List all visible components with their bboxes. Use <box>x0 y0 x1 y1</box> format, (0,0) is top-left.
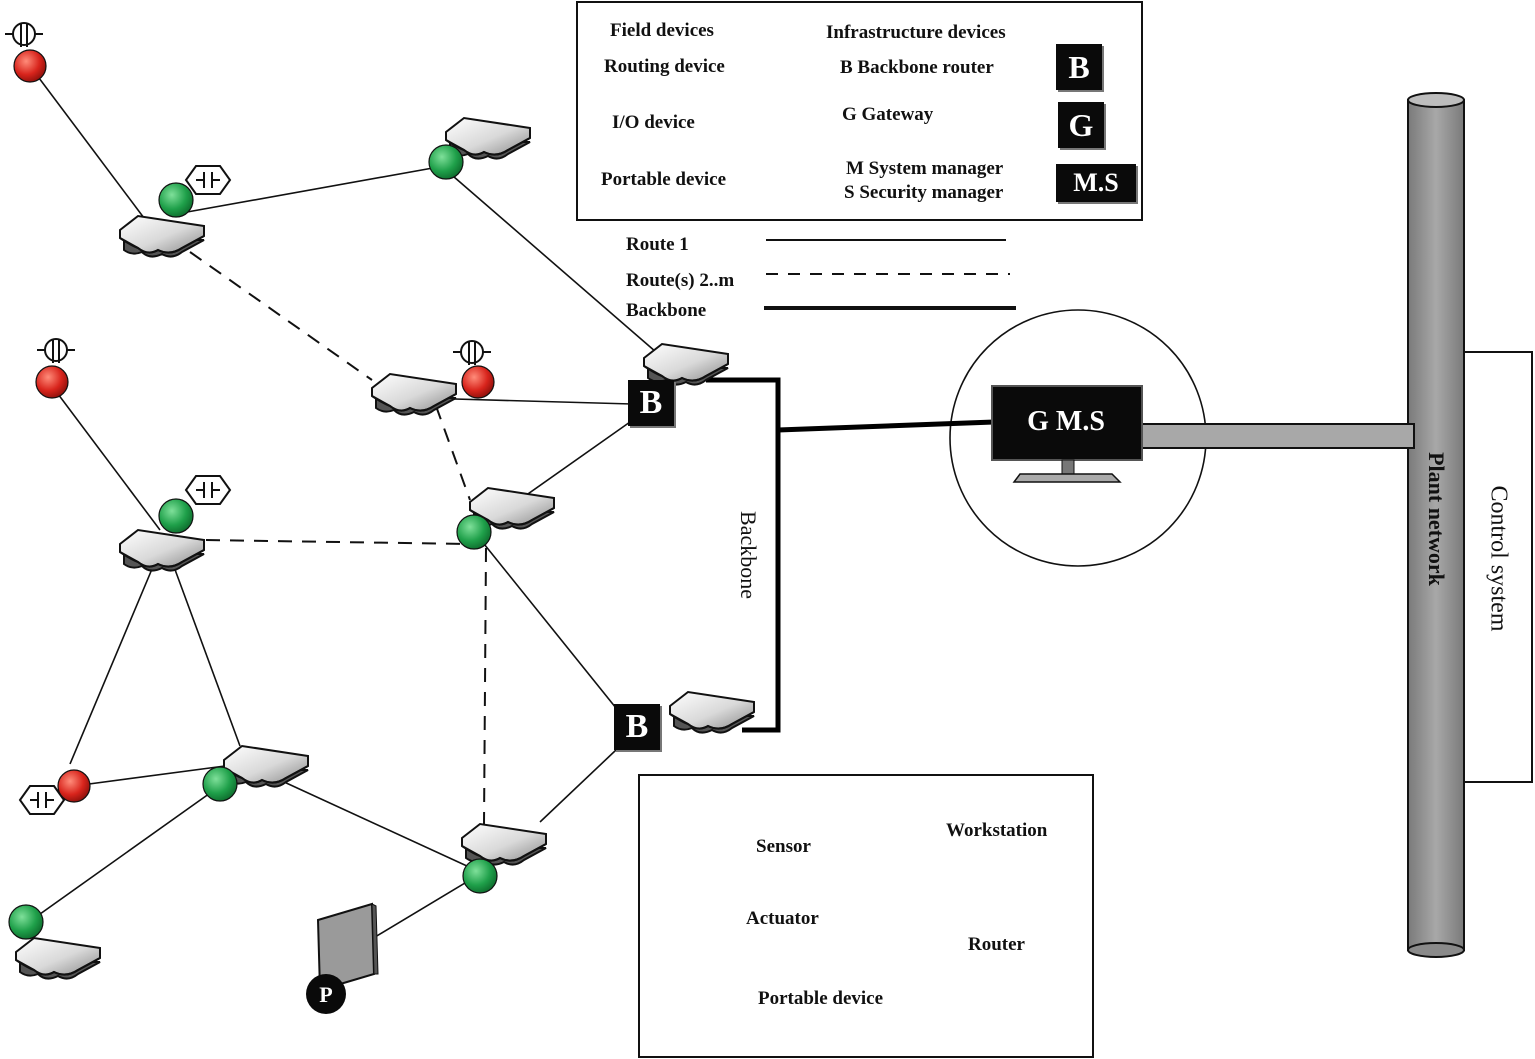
actuator-icon <box>19 785 65 815</box>
legend-gateway-badge: G <box>1058 102 1104 148</box>
legend-backbone-router-badge: B <box>1056 44 1102 90</box>
legend-io-device-label: I/O device <box>612 112 695 133</box>
route2-lines <box>189 251 487 825</box>
gateway-workstation-icon <box>991 385 1143 483</box>
router-icon <box>119 215 205 258</box>
legend-portable-device-label: Portable device <box>601 169 727 190</box>
legend-infrastructure-header: Infrastructure devices <box>826 22 1006 43</box>
io-device-icon <box>35 365 69 399</box>
legend-actuator-label: Actuator <box>746 908 819 929</box>
device-legend <box>576 1 1143 221</box>
sensor-icon <box>4 22 44 48</box>
route2-label: Route(s) 2..m <box>626 270 735 291</box>
sensor-icon <box>452 340 492 366</box>
legend-field-devices-header: Field devices <box>610 20 714 41</box>
actuator-icon <box>185 475 231 505</box>
io-device-icon <box>57 769 91 803</box>
backbone-vertical-label: Backbone <box>736 511 761 599</box>
router-icon <box>461 823 547 866</box>
route1-label: Route 1 <box>626 234 689 255</box>
backbone-router-badge: B <box>614 704 660 750</box>
legend-security-manager-label: S Security manager <box>844 182 1004 203</box>
routing-device-icon <box>8 904 44 940</box>
routing-device-icon <box>158 498 194 534</box>
legend-system-manager-label: M System manager <box>846 158 1004 179</box>
backbone-legend-label: Backbone <box>626 300 707 321</box>
gateway-link-pipe <box>1141 423 1415 449</box>
router-icon <box>119 529 205 572</box>
routing-device-icon <box>202 766 238 802</box>
legend-portable-device-bottom-label: Portable device <box>758 988 884 1009</box>
routing-device-icon <box>158 182 194 218</box>
portable-device-badge-circle <box>306 974 346 1014</box>
control-system-label: Control system <box>1485 485 1512 632</box>
legend-routing-device-label: Routing device <box>604 56 725 77</box>
io-device-icon <box>461 365 495 399</box>
legend-sensor-label: Sensor <box>756 836 811 857</box>
gateway-monitor-label: G M.S <box>1027 406 1105 437</box>
router-icon <box>669 691 755 734</box>
control-system-box <box>1463 351 1533 783</box>
plant-network-pipe <box>1407 92 1465 958</box>
backbone-router-badge: B <box>628 380 674 426</box>
sensor-icon <box>36 338 76 364</box>
io-device-icon <box>13 49 47 83</box>
portable-device-icon <box>316 902 379 992</box>
legend-portable-badge: P <box>774 169 788 194</box>
router-icon <box>15 937 101 980</box>
legend-ms-badge: M.S <box>1056 164 1136 202</box>
router-icon <box>371 373 457 416</box>
route-legend-lines <box>764 239 1016 310</box>
actuator-icon <box>185 165 231 195</box>
legend-backbone-router-label: B Backbone router <box>840 57 994 78</box>
symbol-legend <box>638 774 1094 1058</box>
legend-gateway-label: G Gateway <box>842 104 934 125</box>
legend-router-label: Router <box>968 934 1025 955</box>
legend-workstation-label: Workstation <box>946 820 1048 841</box>
routing-device-icon <box>462 858 498 894</box>
routing-device-icon <box>456 514 492 550</box>
route1-lines <box>25 65 657 941</box>
portable-device-badge: P <box>319 982 332 1007</box>
plant-network-label: Plant network <box>1424 452 1449 586</box>
routing-device-icon <box>428 144 464 180</box>
backbone-lines <box>706 377 995 733</box>
